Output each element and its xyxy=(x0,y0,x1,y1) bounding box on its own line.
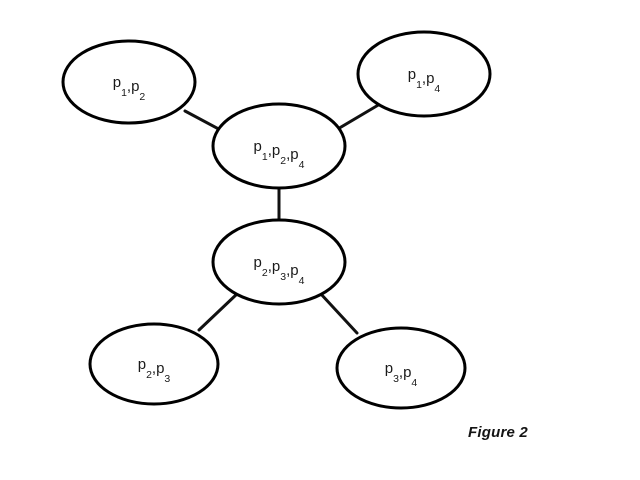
node-p1p4[interactable]: p1,p4 xyxy=(356,30,492,118)
node-ellipse-p1p2[interactable] xyxy=(61,39,197,125)
node-p2p3p4[interactable]: p2,p3,p4 xyxy=(211,218,347,306)
node-label-p2p3: p2,p3 xyxy=(138,356,171,385)
edge-p2p3p4-p2p3 xyxy=(197,291,240,332)
node-ellipse-p3p4[interactable] xyxy=(335,326,467,410)
node-ellipse-p1p4[interactable] xyxy=(356,30,492,118)
node-p1p2[interactable]: p1,p2 xyxy=(61,39,197,125)
node-p3p4[interactable]: p3,p4 xyxy=(335,326,467,410)
node-label-p1p2: p1,p2 xyxy=(113,74,146,103)
edge-p2p3p4-p3p4 xyxy=(318,291,359,335)
node-ellipse-p1p2p4[interactable] xyxy=(211,102,347,190)
figure-caption: Figure 2 xyxy=(468,424,528,441)
node-p2p3[interactable]: p2,p3 xyxy=(88,322,220,406)
node-p1p2p4[interactable]: p1,p2,p4 xyxy=(211,102,347,190)
node-ellipse-p2p3[interactable] xyxy=(88,322,220,406)
node-label-p2p3p4: p2,p3,p4 xyxy=(254,254,305,287)
node-label-p1p2p4: p1,p2,p4 xyxy=(254,138,305,171)
node-label-p3p4: p3,p4 xyxy=(385,360,418,389)
node-label-p1p4: p1,p4 xyxy=(408,66,441,95)
node-ellipse-p2p3p4[interactable] xyxy=(211,218,347,306)
nodes-layer: p1,p2 p1,p4 p1,p2,p4 p2,p3,p4 p2,p3 p3,p4 xyxy=(61,30,492,410)
